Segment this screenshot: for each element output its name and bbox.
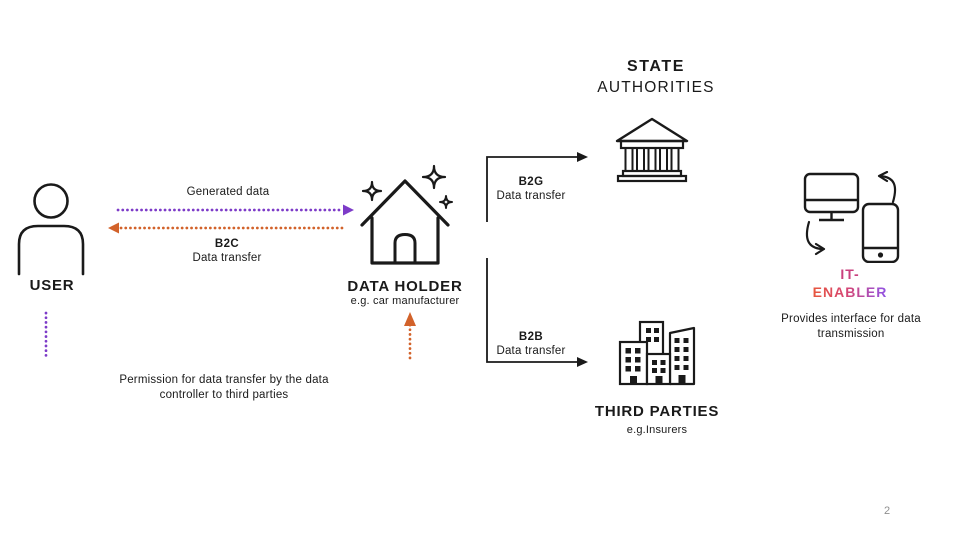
device-sync-icon [803,171,900,263]
page-number: 2 [884,505,891,517]
b2g-transfer-label: Data transfer [496,190,566,202]
data-holder-label: DATA HOLDER [347,278,463,295]
bank-icon [615,117,689,183]
house-sparkles-icon [360,164,453,265]
state-authorities-title-bold: STATE [626,58,686,75]
third-parties-sublabel: e.g.Insurers [626,424,688,436]
it-enabler-title-line2: ENABLER [812,284,888,300]
state-authorities-title-regular: AUTHORITIES [597,79,715,96]
generated-data-label: Generated data [186,186,270,198]
b2c-code-label: B2C [214,238,240,250]
city-buildings-icon [618,320,696,386]
it-enabler-description-line2: transmission [817,328,885,340]
b2b-code-label: B2B [518,331,544,343]
b2g-code-label: B2G [518,176,544,188]
permission-connector [44,311,416,364]
person-icon [17,183,85,276]
it-enabler-description-line1: Provides interface for data [781,313,921,325]
data-holder-sublabel: e.g. car manufacturer [350,295,460,307]
b2c-transfer-label: Data transfer [192,252,262,264]
permission-label-line1: Permission for data transfer by the data [119,374,329,386]
b2c-arrow [108,222,345,234]
generated-data-arrow [116,204,354,216]
it-enabler-title-line1: IT- [840,266,860,282]
permission-label-line2: controller to third parties [159,389,289,401]
b2b-transfer-label: Data transfer [496,345,566,357]
user-label: USER [29,277,75,294]
third-parties-label: THIRD PARTIES [594,403,720,420]
